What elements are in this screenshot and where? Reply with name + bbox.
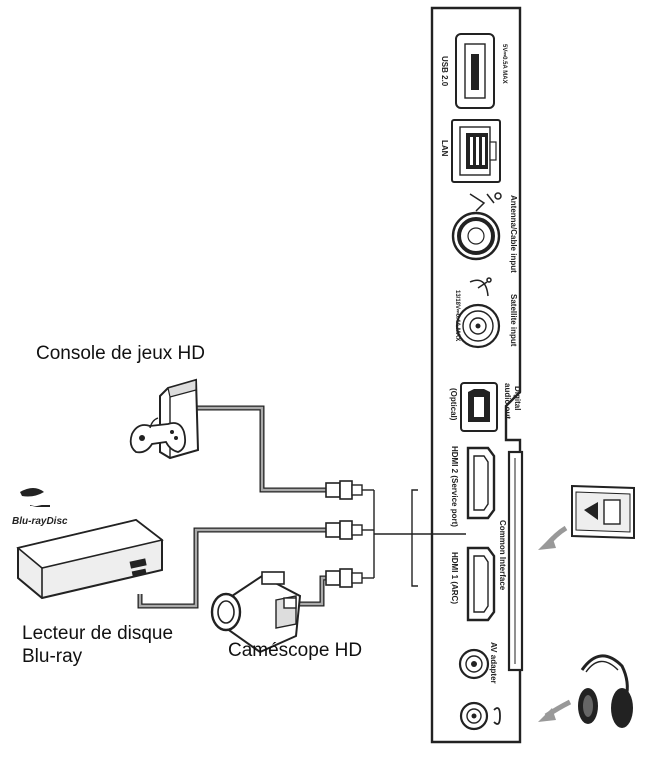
hdmi1-label: HDMI 1 (ARC) bbox=[450, 552, 459, 604]
hdmi2-port bbox=[466, 446, 496, 520]
usb-port bbox=[455, 33, 495, 109]
antenna-label: Antenna/Cable input bbox=[509, 195, 518, 273]
usb-label: USB 2.0 bbox=[440, 56, 449, 87]
camcorder bbox=[210, 571, 302, 654]
hdmi-plugs bbox=[325, 480, 363, 588]
usb-rating-label: 5V⎓0.5A MAX bbox=[501, 44, 507, 84]
common-interface-label: Common Interface bbox=[498, 520, 507, 591]
bracket-lines bbox=[362, 489, 466, 587]
hdmi2-label: HDMI 2 (Service port) bbox=[450, 446, 459, 527]
headphone-jack bbox=[459, 701, 501, 731]
bluray-label-line2: Blu-ray bbox=[22, 646, 83, 667]
console-label: Console de jeux HD bbox=[36, 343, 205, 364]
hdmi1-port bbox=[466, 546, 496, 622]
av-label: AV adapter bbox=[489, 642, 498, 684]
cables bbox=[137, 405, 326, 609]
lan-port bbox=[451, 119, 501, 183]
game-console bbox=[129, 378, 200, 460]
digital-audio-label-1: Digital bbox=[513, 386, 522, 411]
ci-arrow-icon bbox=[538, 525, 568, 550]
satellite-port bbox=[455, 303, 501, 349]
hdmi-plug-bluray bbox=[325, 520, 363, 540]
hdmi-plug-camcorder bbox=[325, 568, 363, 588]
camcorder-label: Caméscope HD bbox=[228, 640, 363, 661]
satellite-icon bbox=[469, 277, 492, 297]
bluray-player: Blu-rayDisc bbox=[12, 488, 164, 600]
lan-label: LAN bbox=[440, 140, 449, 157]
common-interface-slot bbox=[507, 450, 524, 672]
bluray-label-line1: Lecteur de disque bbox=[22, 623, 174, 644]
satellite-rating-label: 13/18V⎓0.4A MAX bbox=[454, 290, 460, 342]
svg-text:Blu-rayDisc: Blu-rayDisc bbox=[12, 516, 68, 527]
ci-card bbox=[571, 484, 635, 540]
gamepad-icon bbox=[129, 417, 187, 454]
hdmi-plug-console bbox=[325, 480, 363, 500]
headphone-arrow-icon bbox=[538, 699, 572, 722]
optical-port bbox=[460, 382, 498, 432]
antenna-port bbox=[451, 211, 501, 261]
satellite-label: Satellite input bbox=[509, 294, 518, 347]
bluray-logo: Blu-rayDisc bbox=[12, 488, 68, 527]
av-jack bbox=[458, 648, 490, 680]
headphones bbox=[578, 654, 633, 728]
antenna-icon bbox=[469, 192, 502, 212]
optical-label: (Optical) bbox=[449, 388, 458, 421]
tv-side-panel bbox=[430, 6, 524, 744]
digital-audio-label-2: audio out bbox=[503, 383, 512, 419]
